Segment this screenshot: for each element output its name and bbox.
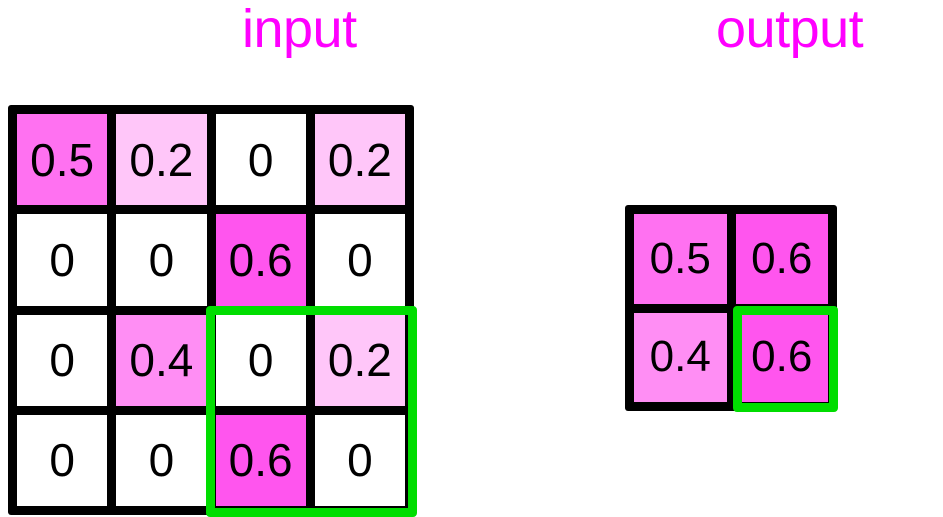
input-cell-r3c2: 0.6 — [215, 414, 306, 506]
output-label: output — [716, 0, 864, 59]
input-cell-r1c0: 0 — [17, 214, 108, 306]
input-cell-r0c0: 0.5 — [17, 114, 108, 206]
input-cell-r0c1: 0.2 — [116, 114, 207, 206]
input-cell-r2c1: 0.4 — [116, 314, 207, 406]
output-cell-r0c1: 0.6 — [735, 214, 828, 304]
input-cell-r3c1: 0 — [116, 414, 207, 506]
input-cell-r1c2: 0.6 — [215, 214, 306, 306]
input-cell-r0c2: 0 — [215, 114, 306, 206]
output-cell-r0c0: 0.5 — [634, 214, 727, 304]
output-cell-r1c0: 0.4 — [634, 312, 727, 402]
output-cell-r1c1: 0.6 — [735, 312, 828, 402]
input-cell-r3c3: 0 — [314, 414, 405, 506]
input-cell-r1c1: 0 — [116, 214, 207, 306]
input-cell-r2c3: 0.2 — [314, 314, 405, 406]
input-cell-r3c0: 0 — [17, 414, 108, 506]
input-label: input — [242, 0, 357, 59]
input-cell-r2c2: 0 — [215, 314, 306, 406]
input-cell-r2c0: 0 — [17, 314, 108, 406]
input-cell-r1c3: 0 — [314, 214, 405, 306]
input-cell-r0c3: 0.2 — [314, 114, 405, 206]
